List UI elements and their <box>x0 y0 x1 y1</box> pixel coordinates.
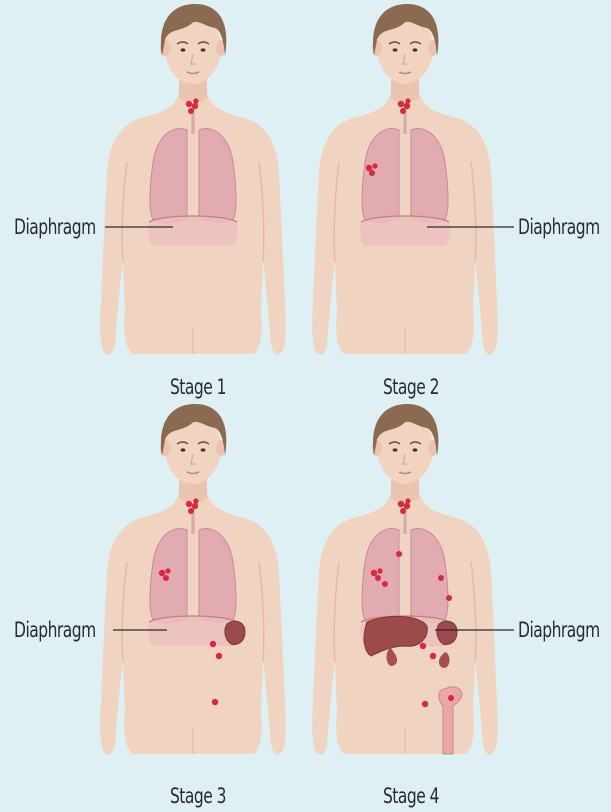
figure-stage-4 <box>312 404 514 755</box>
stage-caption: Stage 3 <box>149 786 247 807</box>
stage-caption: Stage 1 <box>149 377 247 398</box>
spleen <box>225 621 245 644</box>
figure-stage-2 <box>312 4 514 355</box>
stage-caption: Stage 2 <box>362 377 460 398</box>
diaphragm-label: Diaphragm <box>14 217 96 238</box>
figure-stage-1 <box>100 4 286 355</box>
stage-caption: Stage 4 <box>362 786 460 807</box>
diaphragm-label: Diaphragm <box>518 620 600 641</box>
spleen <box>437 621 457 644</box>
diaphragm-label: Diaphragm <box>518 217 600 238</box>
bone-lesion <box>448 695 454 701</box>
diaphragm-label: Diaphragm <box>14 620 96 641</box>
figure-stage-3 <box>100 404 286 755</box>
